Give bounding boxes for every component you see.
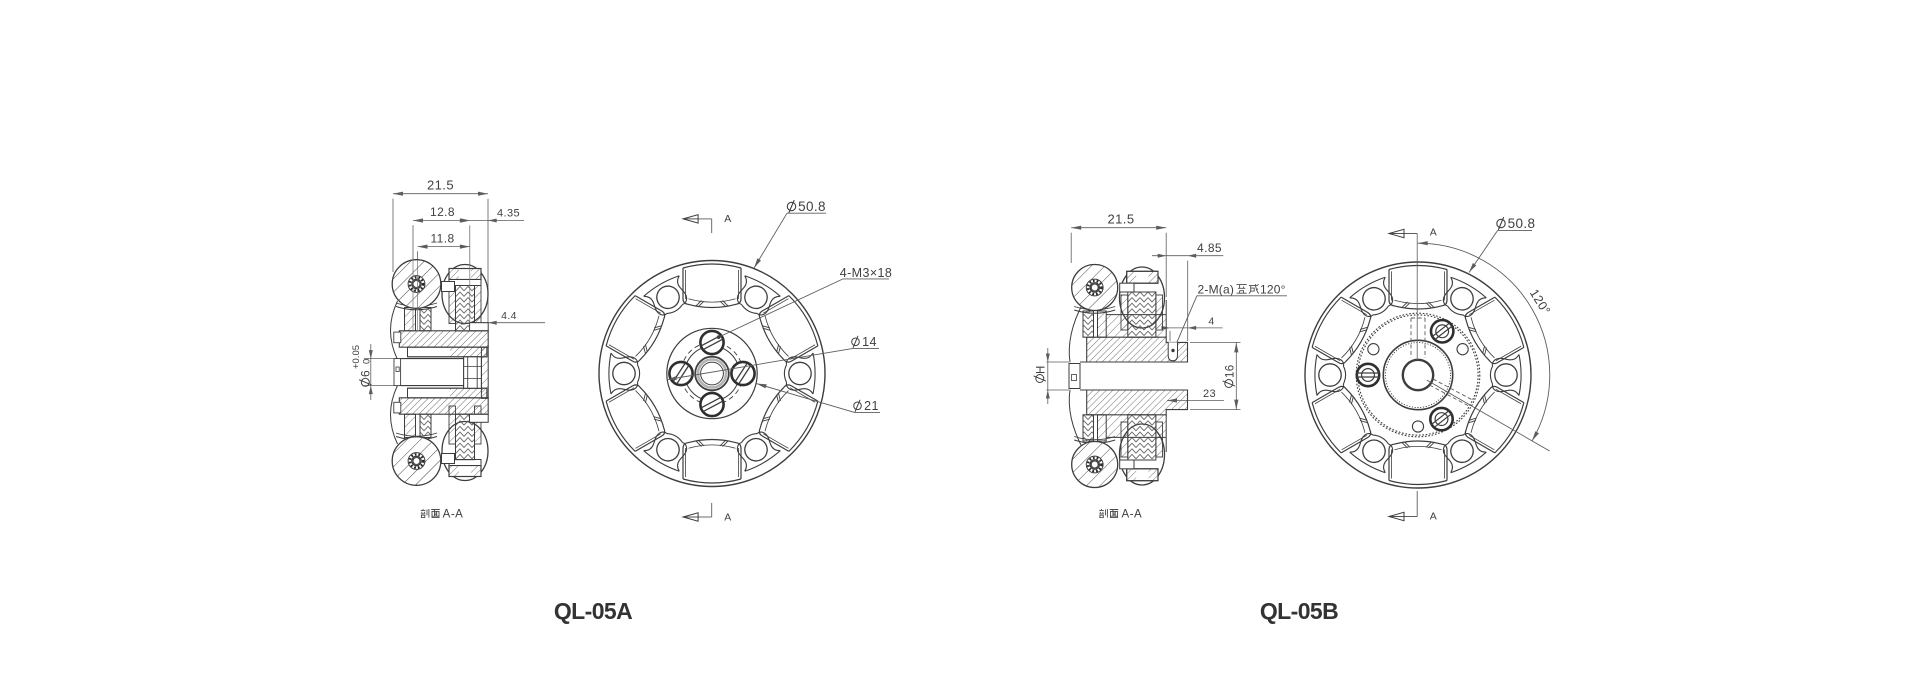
svg-text:14: 14 — [862, 335, 877, 349]
svg-text:4-M3×18: 4-M3×18 — [840, 266, 892, 280]
svg-text:A-A: A-A — [1121, 508, 1142, 520]
svg-text:4.35: 4.35 — [497, 208, 520, 220]
svg-text:50.8: 50.8 — [798, 199, 826, 214]
svg-text:QL-05A: QL-05A — [554, 598, 632, 624]
svg-text:+0.05: +0.05 — [351, 345, 362, 369]
svg-text:0: 0 — [362, 359, 373, 364]
svg-text:21: 21 — [864, 399, 879, 413]
svg-text:H: H — [1036, 366, 1048, 374]
svg-text:4: 4 — [1208, 315, 1214, 327]
svg-text:4.4: 4.4 — [501, 310, 517, 322]
svg-text:50.8: 50.8 — [1508, 216, 1536, 231]
svg-text:A: A — [724, 511, 731, 523]
svg-text:21.5: 21.5 — [1108, 211, 1135, 226]
svg-text:12.8: 12.8 — [430, 205, 455, 219]
svg-text:A: A — [1430, 226, 1437, 238]
svg-text:120°: 120° — [1260, 282, 1286, 296]
svg-text:6: 6 — [359, 370, 373, 377]
svg-text:A-A: A-A — [443, 508, 464, 520]
svg-text:21.5: 21.5 — [427, 178, 454, 193]
svg-text:16: 16 — [1225, 364, 1237, 378]
svg-text:A: A — [1430, 511, 1437, 523]
svg-text:QL-05B: QL-05B — [1260, 598, 1338, 624]
svg-text:11.8: 11.8 — [430, 231, 454, 245]
svg-text:2-M(a): 2-M(a) — [1198, 282, 1235, 296]
svg-text:23: 23 — [1203, 388, 1216, 400]
svg-text:A: A — [724, 213, 731, 225]
svg-text:4.85: 4.85 — [1197, 241, 1222, 255]
